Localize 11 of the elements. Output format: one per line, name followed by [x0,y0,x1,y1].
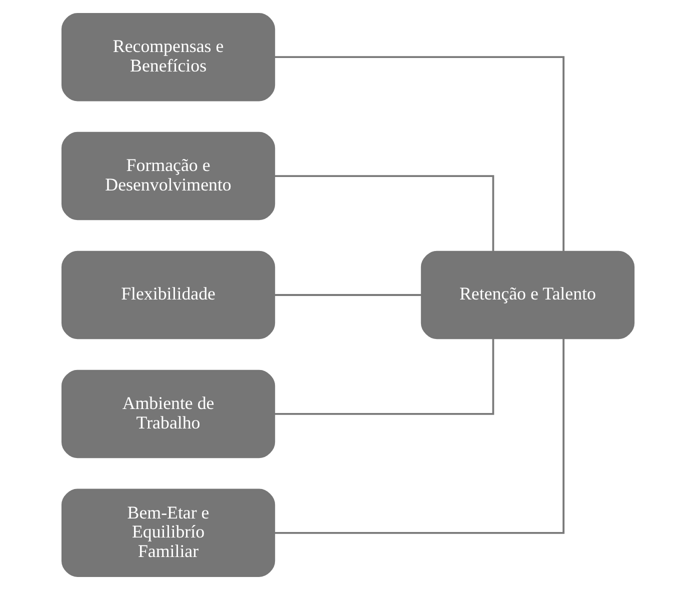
node-box: Bem-Etar e Equilibrío Familiar [61,488,276,578]
node-box: Formação e Desenvolvimento [61,132,276,220]
node-box: Recompensas e Benefícios [61,12,276,102]
node-box: Ambiente de Trabalho [61,370,276,458]
node-box: Flexibilidade [61,250,276,340]
connector [274,175,494,252]
connector [274,338,494,415]
connector [274,294,421,296]
connector [274,338,564,534]
node-box: Retenção e Talento [420,250,635,340]
connector [274,56,564,252]
